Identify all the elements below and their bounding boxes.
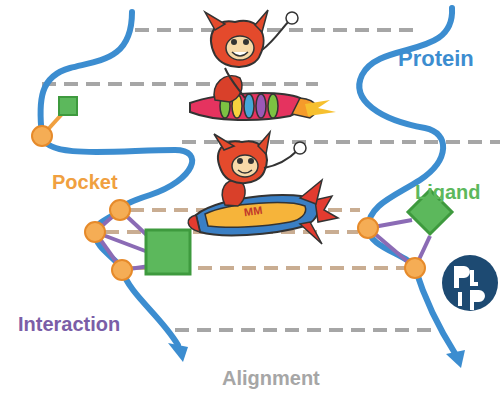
illustration-shape [225, 68, 245, 98]
illustration-shape [214, 132, 270, 154]
illustration-shape [175, 328, 432, 332]
illustration-shape [42, 82, 318, 86]
interaction-label: Interaction [18, 314, 120, 334]
ligand-square [59, 97, 77, 115]
illustration-shape [268, 94, 278, 118]
chain-arrowhead [446, 350, 465, 368]
illustration-shape [188, 215, 200, 232]
illustration-shape [305, 100, 336, 116]
protein-label: Protein [398, 48, 474, 70]
illustration-shape [300, 180, 322, 244]
alignment-lines [42, 30, 500, 330]
illustration-shape [470, 270, 478, 286]
illustration-shape [232, 155, 258, 177]
illustration-shape [262, 20, 290, 50]
illustration-shape [243, 39, 249, 45]
plip-logo [442, 255, 498, 311]
illustration-shape [226, 36, 254, 60]
pocket-residues [32, 126, 425, 280]
chain-arrowhead [168, 343, 188, 362]
illustration-shape [256, 94, 266, 118]
protein-chains [40, 8, 456, 355]
alignment-label: Alignment [222, 368, 320, 388]
illustration-shape [190, 93, 302, 120]
illustration-shape [470, 290, 485, 310]
illustration-shape [238, 170, 252, 173]
illustration-shape [232, 52, 248, 56]
illustration-shape [294, 142, 306, 154]
illustration-shape [248, 158, 254, 164]
illustration-shape [458, 292, 462, 306]
illustration-shape [454, 266, 470, 288]
rocket-character-top [190, 10, 336, 120]
ligand-square [146, 230, 190, 274]
illustration-shape [40, 12, 192, 345]
illustration-shape [231, 39, 237, 45]
illustration-shape [85, 222, 105, 242]
illustration-shape [196, 195, 318, 235]
illustration-shape [264, 150, 298, 168]
illustration-shape [205, 203, 306, 227]
illustration-shape [237, 158, 243, 164]
illustration-shape [205, 10, 268, 32]
illustration-shape [358, 218, 378, 238]
illustration-shape [112, 260, 132, 280]
illustration-shape [405, 258, 425, 278]
illustration-shape [442, 255, 498, 311]
illustration-shape [32, 126, 52, 146]
illustration-shape [135, 28, 418, 32]
pocket-label: Pocket [52, 172, 118, 192]
illustration-shape [286, 12, 298, 24]
rocket-character-bottom [188, 132, 338, 244]
illustration-shape [315, 196, 338, 222]
illustration-shape [110, 200, 130, 220]
ligand-label: Ligand [415, 182, 481, 202]
